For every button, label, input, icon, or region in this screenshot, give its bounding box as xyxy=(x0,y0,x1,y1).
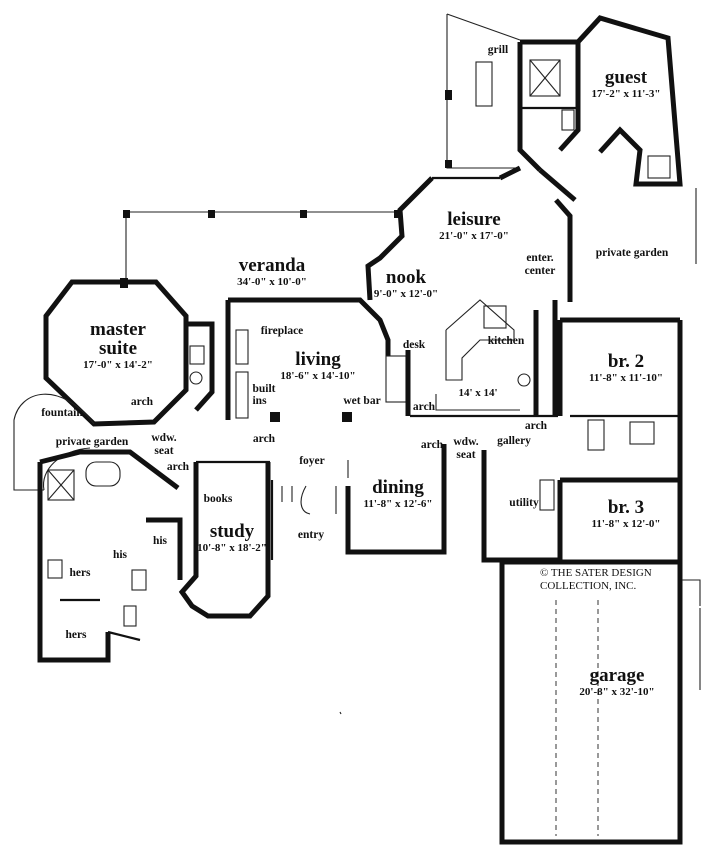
room-dimensions: 20'-8" x 32'-10" xyxy=(579,686,655,698)
dining xyxy=(345,444,447,555)
label-fountain: fountain xyxy=(41,407,83,419)
room-name: nook xyxy=(385,267,427,288)
room-veranda: veranda 34'-0" x 10'-0" xyxy=(237,256,307,288)
master-bath xyxy=(13,393,183,663)
foyer xyxy=(281,460,349,515)
master-suite xyxy=(43,278,215,427)
label-his-1: his xyxy=(152,535,168,547)
room-dimensions: 17'-2" x 11'-3" xyxy=(591,88,661,100)
room-dimensions: 18'-6" x 14'-10" xyxy=(280,370,356,382)
room-dimensions: 11'-8" x 11'-10" xyxy=(589,372,663,384)
room-dimensions: 17'-0" x 14'-2" xyxy=(83,359,153,371)
room-kitchen-dimensions: 14' x 14' xyxy=(458,387,498,399)
label-hers-1: hers xyxy=(69,567,91,579)
label-entry: entry xyxy=(297,529,325,541)
room-dimensions: 9'-0" x 12'-0" xyxy=(373,288,439,300)
copyright-notice: © THE SATER DESIGN COLLECTION, INC. xyxy=(540,567,652,593)
room-kitchen-name: kitchen xyxy=(487,335,525,347)
room-study: study 10'-8" x 18'-2" xyxy=(197,522,267,554)
room-living: living 18'-6" x 14'-10" xyxy=(280,350,355,382)
room-dimensions: 10'-8" x 18'-2" xyxy=(197,542,267,554)
room-name: living xyxy=(295,349,341,370)
label-arch-kitchen: arch xyxy=(412,401,436,413)
room-name-line2: suite xyxy=(99,338,137,359)
room-br3: br. 3 11'-8" x 12'-0" xyxy=(591,498,660,530)
label-gallery: gallery xyxy=(497,435,531,447)
copyright-line2: COLLECTION, INC. xyxy=(540,580,637,592)
room-private-garden-west: private garden xyxy=(55,436,129,448)
room-name: veranda xyxy=(238,255,306,276)
garage xyxy=(499,188,701,845)
label-his-2: his xyxy=(112,549,128,561)
room-dimensions: 21'-0" x 17'-0" xyxy=(439,230,509,242)
label-arch-master: arch xyxy=(130,396,154,408)
label-books: books xyxy=(203,493,233,505)
label-utility: utility xyxy=(509,497,539,509)
study xyxy=(178,460,274,619)
label-fireplace: fireplace xyxy=(260,325,304,337)
room-dimensions: 11'-8" x 12'-0" xyxy=(591,518,661,530)
room-private-garden-east: private garden xyxy=(595,247,669,259)
room-enter-center: enter. center xyxy=(524,252,556,277)
label-arch-living: arch xyxy=(252,433,276,445)
room-dimensions: 34'-0" x 10'-0" xyxy=(237,276,307,288)
label-wet-bar: wet bar xyxy=(343,395,381,407)
label-wdw-seat-east: wdw. seat xyxy=(453,436,479,461)
room-name: leisure xyxy=(447,209,501,230)
label-built-ins: built ins xyxy=(252,383,276,407)
label-arch-dining: arch xyxy=(420,439,444,451)
copyright-line1: © THE SATER DESIGN xyxy=(540,567,652,579)
room-garage: garage 20'-8" x 32'-10" xyxy=(579,666,654,698)
label-arch-gallery: arch xyxy=(524,420,548,432)
room-name: study xyxy=(209,521,255,542)
label-wdw-seat-west: wdw. seat xyxy=(151,432,177,457)
leisure-area xyxy=(365,165,577,418)
room-nook: nook 9'-0" x 12'-0" xyxy=(374,268,438,300)
label-arch-bath: arch xyxy=(166,461,190,473)
room-label-grill: grill xyxy=(487,44,509,56)
room-master-suite: master suite 17'-0" x 14'-2" xyxy=(83,320,153,371)
living xyxy=(225,300,411,422)
room-name: garage xyxy=(589,665,645,686)
room-br2: br. 2 11'-8" x 11'-10" xyxy=(589,352,663,384)
room-name: dining xyxy=(372,477,424,498)
room-dimensions: 11'-8" x 12'-6" xyxy=(363,498,433,510)
veranda xyxy=(123,210,401,356)
guest-wing xyxy=(445,13,683,187)
room-name-line1: master xyxy=(90,319,146,340)
room-guest: guest 17'-2" x 11'-3" xyxy=(591,68,660,100)
room-name: br. 3 xyxy=(607,497,645,518)
room-dining: dining 11'-8" x 12'-6" xyxy=(363,478,432,510)
label-hers-2: hers xyxy=(65,629,87,641)
room-leisure: leisure 21'-0" x 17'-0" xyxy=(439,210,509,242)
label-desk: desk xyxy=(402,339,426,351)
room-name: br. 2 xyxy=(607,351,645,372)
room-name: guest xyxy=(604,67,648,88)
label-foyer: foyer xyxy=(299,455,325,467)
